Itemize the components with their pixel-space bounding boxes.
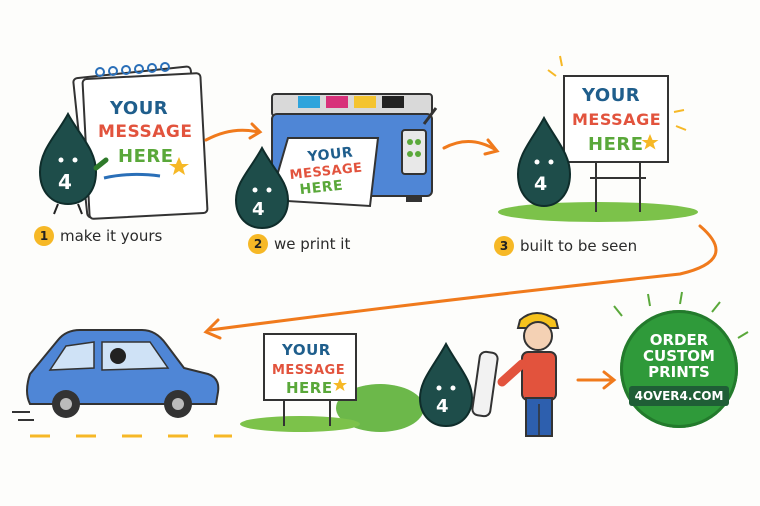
cta-rays-icon [613,291,749,339]
cta-line-2: CUSTOM [643,347,715,365]
yard-sign-1-line3: HERE [588,134,644,155]
step-2-label: 2 we print it [248,234,350,254]
star-icon [641,134,659,150]
notepad-sign-line3: HERE [118,146,174,167]
ink-black [382,96,404,108]
ink-magenta [326,96,348,108]
car [12,329,232,438]
grass [498,202,698,222]
cta-line-1: ORDER [649,331,709,349]
print-sign-line3: HERE [299,178,344,198]
mascot-drop-4: 4 [418,341,474,428]
step-1-label: 1 make it yours [34,226,162,246]
sparkle-lines-icon [547,55,687,131]
mascot-label-4: 4 [436,396,449,417]
printer: YOUR MESSAGE HERE [268,93,438,208]
mascot-label-1: 4 [58,170,72,194]
mascot-drop-3: 4 [516,115,572,208]
yard-sign-2-line1: YOUR [281,341,331,359]
yard-sign-2-line3: HERE [286,379,333,397]
rolled-poster [471,350,499,418]
step-2-text: we print it [274,235,351,253]
notepad-rings-icon [95,62,170,77]
step-2-number: 2 [248,234,268,254]
underline-stroke [103,172,161,180]
cap-icon [516,312,560,329]
flow-arrows [203,122,718,390]
mascot-label-3: 4 [534,173,547,195]
bush [336,384,424,432]
yard-sign-2-line2: MESSAGE [272,363,345,378]
notepad-sign-line2: MESSAGE [98,122,192,142]
arrow-3-to-car [208,224,718,332]
ink-yellow [354,96,376,108]
mascot-label-2: 4 [252,199,265,220]
mascot-drop-2: 4 [234,145,290,230]
step-1-number: 1 [34,226,54,246]
step-1-text: make it yours [60,227,163,245]
notepad-sign-line1: YOUR [109,98,168,119]
driver-silhouette [110,348,126,364]
arrow-1-to-2 [204,128,260,142]
ink-cyan [298,96,320,108]
grass [240,416,360,432]
yard-sign-1: YOUR MESSAGE HERE [498,55,698,222]
delivery-person [497,312,560,437]
marker-icon [93,157,109,171]
print-sign-line1: YOUR [306,145,354,166]
cta-url-link[interactable]: 4OVER4.COM [628,386,730,406]
yard-sign-2: YOUR MESSAGE HERE [240,333,424,432]
arrow-2-to-3 [442,140,498,152]
mascot-drop-1: 4 [38,111,109,215]
cta-line-3: PRINTS [648,363,710,381]
yard-sign-1-line2: MESSAGE [572,110,661,129]
step-3-label: 3 built to be seen [494,236,637,256]
step-3-number: 3 [494,236,514,256]
yard-sign-1-line1: YOUR [581,85,640,106]
star-icon [169,157,189,175]
star-icon [333,378,347,391]
step-3-text: built to be seen [520,237,638,255]
order-cta-button[interactable]: ORDER CUSTOM PRINTS 4OVER4.COM [620,310,738,428]
notepad: YOUR MESSAGE HERE [72,62,209,220]
